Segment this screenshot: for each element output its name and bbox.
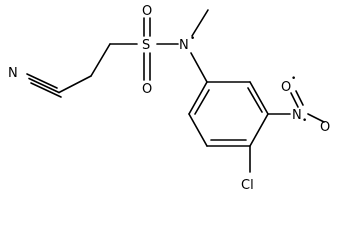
ring-bond-5 bbox=[188, 113, 208, 147]
radical-marks: • • • bbox=[190, 34, 307, 126]
ring-bond-3 bbox=[249, 113, 269, 147]
sulfur-label: S bbox=[142, 38, 150, 53]
nitro-nitrogen-label: N bbox=[292, 108, 302, 123]
bond-nitro-n-o-top-2 bbox=[295, 90, 304, 106]
bonds bbox=[26, 9, 325, 173]
molecule-structure: N S O O N N O O Cl • • • bbox=[8, 4, 330, 193]
nitro-oxygen-right-label: O bbox=[320, 120, 330, 135]
bond-nitro-n-o-top-1 bbox=[290, 92, 299, 108]
ring-double-bond-inner-3 bbox=[194, 89, 210, 115]
sulfonyl-oxygen-top-label: O bbox=[142, 4, 152, 19]
sulfonamide-nitrogen-radical-mark: • bbox=[190, 34, 195, 44]
nitrile-triple-bond-2 bbox=[28, 77, 60, 94]
nitro-nitrogen-radical-mark: • bbox=[302, 116, 307, 126]
sulfonyl-oxygen-bottom-label: O bbox=[142, 82, 152, 97]
bond-n-methyl bbox=[191, 9, 209, 37]
nitrile-triple-bond-3 bbox=[30, 82, 62, 98]
atom-labels: N S O O N N O O Cl bbox=[8, 4, 330, 193]
sulfonamide-nitrogen-label: N bbox=[179, 38, 189, 53]
bond-ch2-ch2 bbox=[90, 43, 111, 77]
bond-nitrile-c-ch2 bbox=[58, 75, 92, 94]
bond-nitro-n-o-right bbox=[307, 113, 325, 123]
nitrile-triple-bond-1 bbox=[26, 73, 58, 89]
ring-bond-6 bbox=[188, 81, 208, 115]
ring-bond-2 bbox=[249, 81, 269, 115]
nitro-oxygen-radical-mark: • bbox=[291, 74, 296, 84]
nitrile-nitrogen-label: N bbox=[8, 66, 18, 81]
ring-double-bond-inner-1 bbox=[247, 87, 263, 113]
nitro-oxygen-top-label: O bbox=[281, 80, 291, 95]
chlorine-label: Cl bbox=[241, 178, 254, 193]
bond-n-ring bbox=[190, 52, 208, 83]
